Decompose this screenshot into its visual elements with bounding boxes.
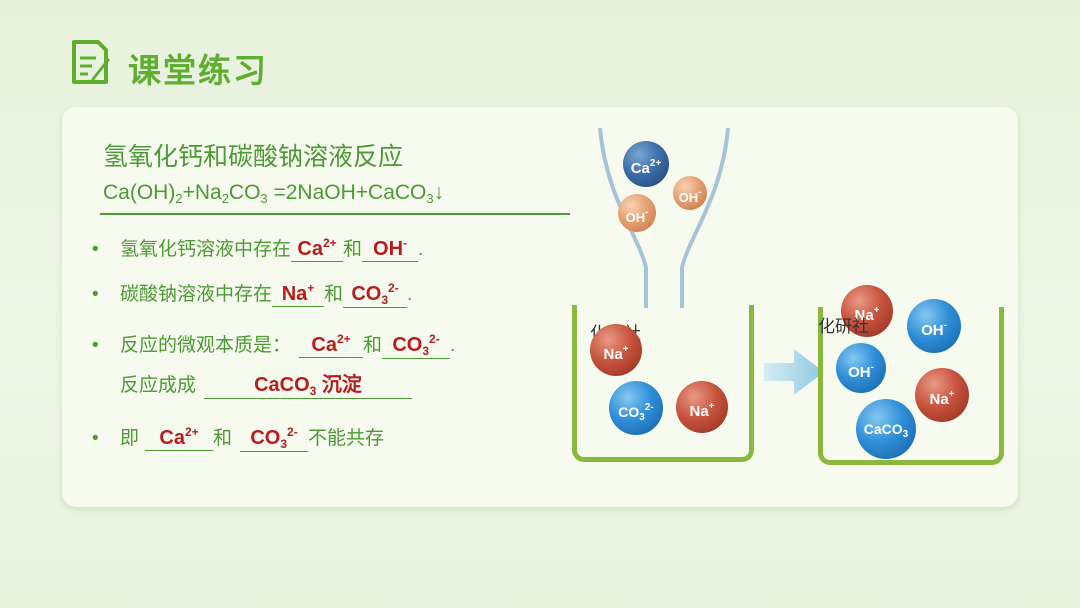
right-arrow-icon [764,349,824,395]
hydroxide-ion: OH- [836,343,886,393]
sodium-ion: Na+ [841,285,893,337]
page-title: 课堂练习 [128,52,268,89]
calcium-carbonate-particle: CaCO3 [856,399,916,459]
answer-blank: Ca2+ [291,236,344,262]
equation-underline [100,213,570,215]
hydroxide-ion: OH- [907,299,961,353]
right-beaker [818,307,1004,465]
calcium-ion: Ca2+ [623,141,669,187]
answer-blank: CO32- [382,332,451,359]
answer-blank: OH- [362,236,419,262]
left-beaker [572,305,754,462]
answer-blank: CO32- [240,425,309,452]
sodium-ion: Na+ [676,381,728,433]
answer-blank: CO32- [343,281,408,308]
watermark: 化研社 [818,317,869,337]
answer-blank: Ca2+ [299,332,364,358]
carbonate-ion: CO32- [609,381,663,435]
answer-blank: Na+ [272,281,325,307]
reaction-heading: 氢氧化钙和碳酸钠溶液反应 [103,143,404,171]
sodium-ion: Na+ [590,324,642,376]
hydroxide-ion: OH- [673,176,707,210]
hydroxide-ion: OH- [618,194,656,232]
chemical-equation: Ca(OH)2+Na2CO3 =2NaOH+CaCO3↓ [103,181,445,206]
answer-blank: Ca2+ [145,425,214,451]
notes-pencil-icon [72,40,110,84]
sodium-ion: Na+ [915,368,969,422]
answer-blank: CaCO3 沉淀 [204,368,413,399]
